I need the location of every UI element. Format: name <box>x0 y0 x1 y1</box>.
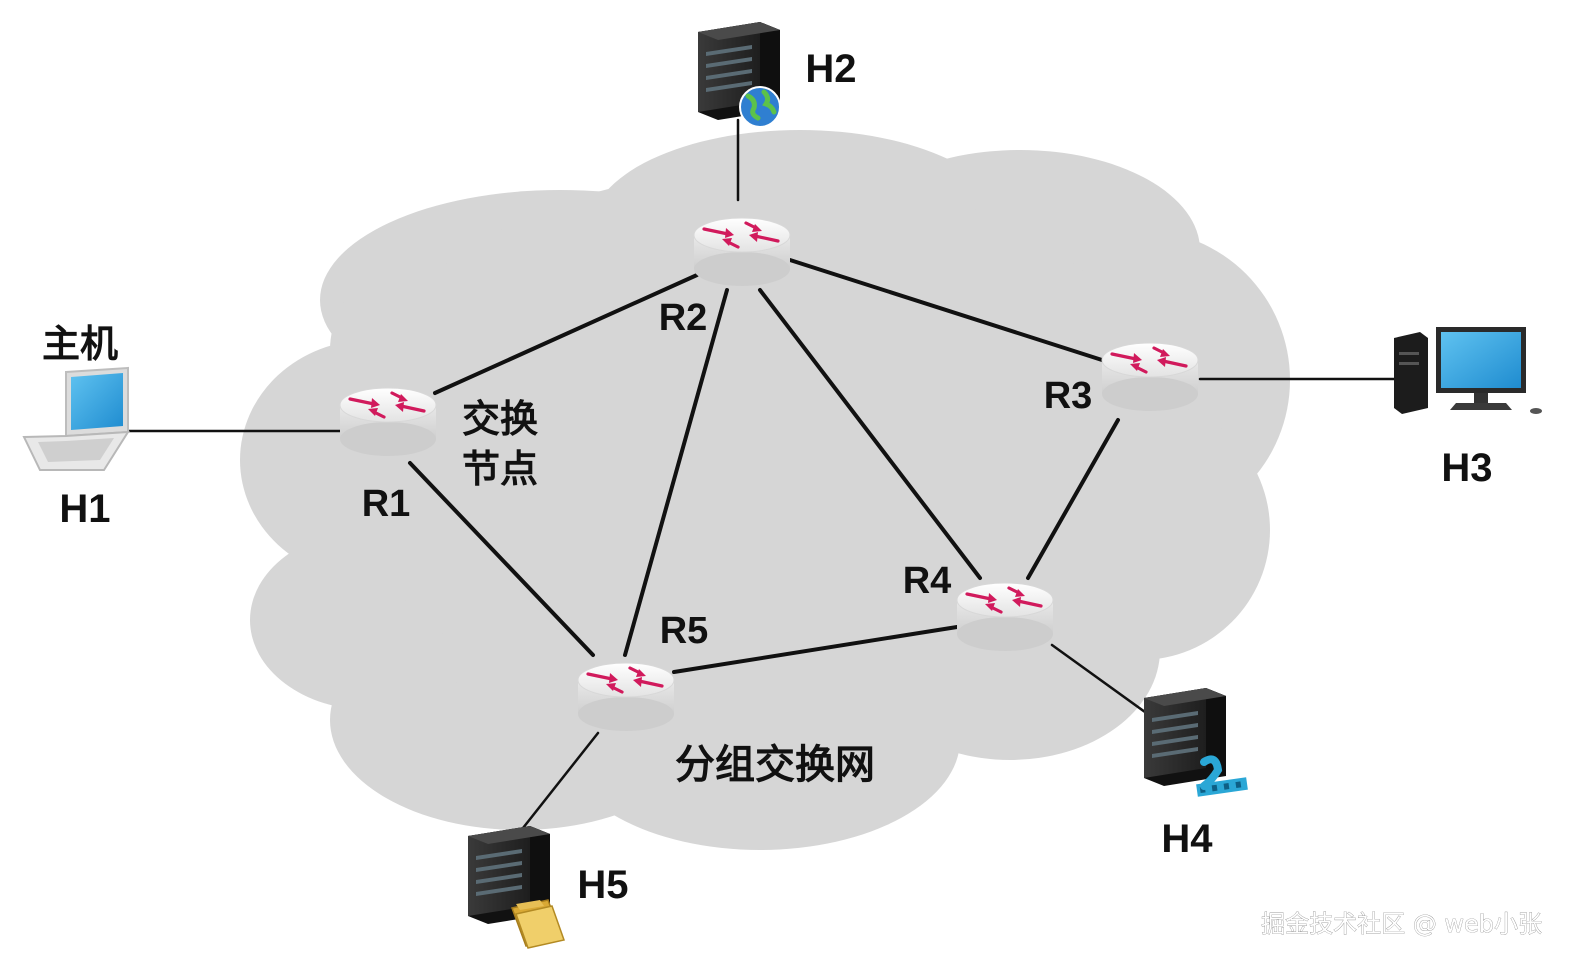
network-links <box>126 118 1402 830</box>
link-r1-r2 <box>433 273 699 395</box>
router-r1-label: R1 <box>362 483 411 525</box>
laptop-icon <box>22 366 130 471</box>
host-h5-label: H5 <box>577 863 628 907</box>
link-r5-h5 <box>521 731 600 830</box>
host-h1-label: H1 <box>59 487 110 531</box>
router-r3-label: R3 <box>1044 375 1093 417</box>
host-h5[interactable]: H5 <box>468 826 629 949</box>
link-r2-r3 <box>788 258 1104 362</box>
network-name-label: 分组交换网 <box>675 742 875 788</box>
host-h4[interactable]: H4 <box>1144 688 1250 861</box>
router-r2[interactable]: R2 <box>659 216 792 339</box>
host-h3[interactable]: H3 <box>1394 327 1542 490</box>
router-r4-label: R4 <box>903 560 952 602</box>
media-server-icon <box>1144 688 1250 799</box>
switching-node-label-line1: 交换 <box>462 397 538 441</box>
link-r5-r4 <box>672 625 959 674</box>
link-r1-r5 <box>408 461 595 657</box>
router-r5[interactable]: R5 <box>576 610 709 733</box>
router-r2-label: R2 <box>659 297 708 339</box>
file-server-icon <box>468 826 565 949</box>
link-r2-r5 <box>623 288 729 657</box>
router-icon <box>1100 341 1200 413</box>
link-r2-r4 <box>758 288 982 580</box>
watermark: 掘金技术社区 @ web小张 <box>1261 910 1542 938</box>
switching-node-label-line2: 节点 <box>462 447 538 491</box>
router-r4[interactable]: R4 <box>903 560 1055 653</box>
host-h1-caption: 主机 <box>42 322 118 366</box>
host-h1[interactable]: 主机 H1 <box>22 322 130 531</box>
desktop-computer-icon <box>1394 327 1542 414</box>
router-icon <box>576 661 676 733</box>
host-h2[interactable]: H2 <box>698 22 857 128</box>
host-h4-label: H4 <box>1161 817 1213 861</box>
router-icon <box>338 386 438 458</box>
router-icon <box>955 581 1055 653</box>
router-icon <box>692 216 792 288</box>
host-h2-label: H2 <box>805 47 856 91</box>
router-r3[interactable]: R3 <box>1044 341 1200 417</box>
web-server-icon <box>698 22 781 128</box>
link-r3-r4 <box>1026 418 1120 580</box>
router-r5-label: R5 <box>660 610 709 652</box>
router-r1[interactable]: R1 <box>338 386 438 525</box>
host-h3-label: H3 <box>1441 446 1492 490</box>
link-r4-h4 <box>1050 643 1147 714</box>
